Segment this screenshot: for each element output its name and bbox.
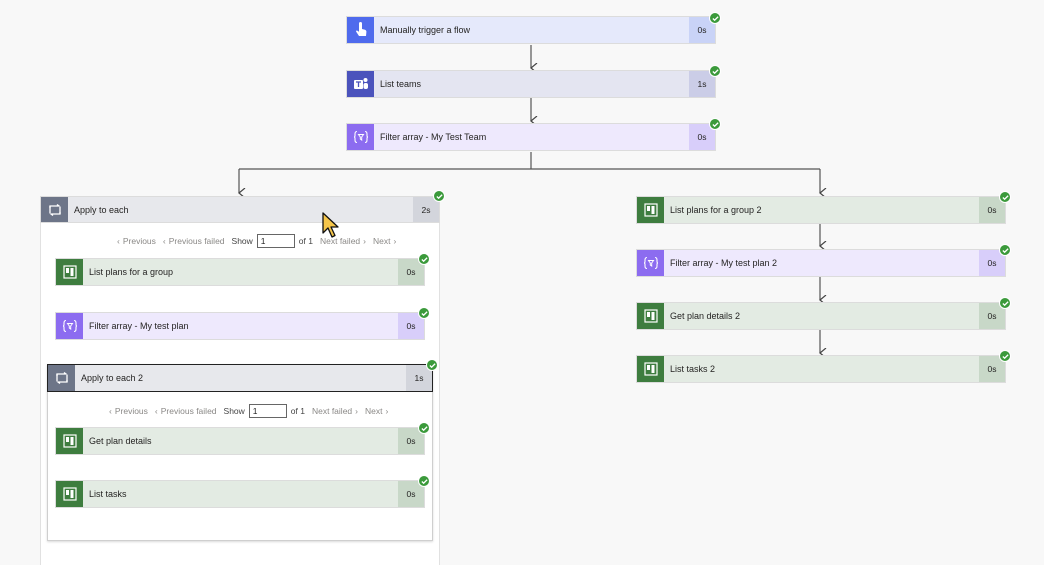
filter-team-card[interactable]: Filter array - My Test Team 0s (346, 123, 716, 151)
loop-icon (48, 365, 75, 391)
teams-icon (347, 71, 374, 97)
duration-badge: 2s (413, 197, 439, 222)
next-button[interactable]: Next› (365, 406, 389, 416)
card-label: Filter array - My test plan 2 (670, 258, 778, 268)
filter-plan-2-card[interactable]: Filter array - My test plan 2 0s (636, 249, 1006, 277)
filter-array-icon (637, 250, 664, 276)
of-count: of 1 (298, 236, 313, 246)
planner-icon (637, 197, 664, 223)
success-check-icon (418, 307, 430, 319)
list-tasks-card[interactable]: List tasks 0s (55, 480, 425, 508)
planner-icon (56, 481, 83, 507)
get-plan-details-2-card[interactable]: Get plan details 2 0s (636, 302, 1006, 330)
list-plans-2-card[interactable]: List plans for a group 2 0s (636, 196, 1006, 224)
card-label: List teams (380, 79, 422, 89)
card-label: Apply to each 2 (81, 373, 144, 383)
success-check-icon (999, 191, 1011, 203)
list-tasks-2-card[interactable]: List tasks 2 0s (636, 355, 1006, 383)
next-failed-button[interactable]: Next failed› (319, 236, 366, 246)
chevron-left-icon: ‹ (154, 406, 158, 416)
card-label: Get plan details (89, 436, 152, 446)
previous-button[interactable]: ‹Previous (117, 236, 156, 246)
list-teams-card[interactable]: List teams 1s (346, 70, 716, 98)
success-check-icon (418, 475, 430, 487)
get-plan-details-card[interactable]: Get plan details 0s (55, 427, 425, 455)
apply-to-each-2-header[interactable]: Apply to each 2 1s (47, 364, 433, 392)
chevron-left-icon: ‹ (162, 236, 166, 246)
apply-to-each-header[interactable]: Apply to each 2s (40, 196, 440, 223)
card-label: List tasks (89, 489, 127, 499)
chevron-left-icon: ‹ (117, 236, 120, 246)
chevron-left-icon: ‹ (109, 406, 112, 416)
list-plans-card[interactable]: List plans for a group 0s (55, 258, 425, 286)
mouse-cursor-icon (322, 212, 340, 240)
card-label: List plans for a group 2 (670, 205, 762, 215)
chevron-right-icon: › (393, 236, 397, 246)
touch-hand-icon (347, 17, 374, 43)
success-check-icon (999, 350, 1011, 362)
card-label: List tasks 2 (670, 364, 716, 374)
card-label: List plans for a group (89, 267, 174, 277)
of-count: of 1 (290, 406, 305, 416)
previous-failed-button[interactable]: ‹Previous failed (154, 406, 217, 416)
filter-plan-card[interactable]: Filter array - My test plan 0s (55, 312, 425, 340)
success-check-icon (418, 253, 430, 265)
success-check-icon (418, 422, 430, 434)
chevron-right-icon: › (355, 406, 358, 416)
success-check-icon (709, 12, 721, 24)
planner-icon (637, 356, 664, 382)
success-check-icon (999, 297, 1011, 309)
success-check-icon (709, 118, 721, 130)
success-check-icon (999, 244, 1011, 256)
iteration-input[interactable]: 1 (248, 404, 287, 418)
duration-badge: 0s (689, 17, 715, 43)
iteration-input[interactable]: 1 (256, 234, 295, 248)
success-check-icon (709, 65, 721, 77)
previous-failed-button[interactable]: ‹Previous failed (162, 236, 225, 246)
card-label: Get plan details 2 (670, 311, 741, 321)
planner-icon (56, 259, 83, 285)
success-check-icon (433, 190, 445, 202)
filter-array-icon (56, 313, 83, 339)
show-label: Show (231, 236, 253, 246)
planner-icon (56, 428, 83, 454)
success-check-icon (426, 359, 438, 371)
previous-button[interactable]: ‹Previous (109, 406, 148, 416)
card-label: Filter array - My Test Team (380, 132, 487, 142)
card-label: Manually trigger a flow (380, 25, 471, 35)
next-failed-button[interactable]: Next failed› (311, 406, 358, 416)
filter-array-icon (347, 124, 374, 150)
next-button[interactable]: Next› (373, 236, 397, 246)
chevron-right-icon: › (363, 236, 366, 246)
planner-icon (637, 303, 664, 329)
trigger-card[interactable]: Manually trigger a flow 0s (346, 16, 716, 44)
chevron-right-icon: › (385, 406, 389, 416)
card-label: Apply to each (74, 204, 129, 215)
card-label: Filter array - My test plan (89, 321, 189, 331)
show-label: Show (223, 406, 245, 416)
loop-icon (41, 197, 68, 222)
